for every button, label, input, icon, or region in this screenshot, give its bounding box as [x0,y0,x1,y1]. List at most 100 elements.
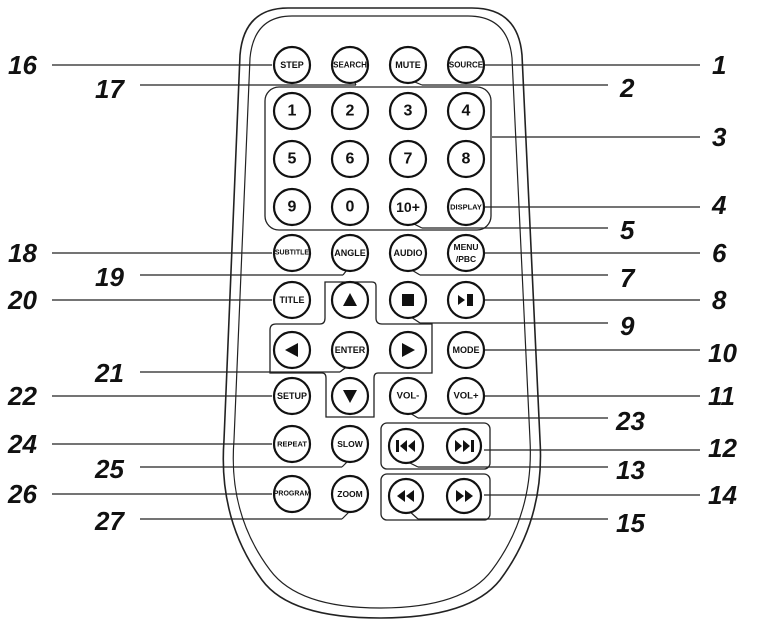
number-2-button[interactable]: 2 [330,91,370,131]
svg-text:SETUP: SETUP [277,391,307,401]
zoom-button[interactable]: ZOOM [330,474,370,514]
slow-button[interactable]: SLOW [330,424,370,464]
callout-25: 25 [94,454,124,484]
callout-9: 9 [620,311,635,341]
previous-button[interactable] [387,427,425,465]
svg-text:7: 7 [404,151,413,168]
display-button[interactable]: DISPLAY [446,187,486,227]
angle-button[interactable]: ANGLE [330,233,370,273]
number-10-plus-button[interactable]: 10+ [388,187,428,227]
callout-numbers: 16 17 1 2 3 4 5 18 19 6 7 20 8 9 10 21 2… [7,50,737,538]
callout-2: 2 [619,73,635,103]
up-button[interactable] [330,280,370,320]
search-button[interactable]: SEARCH [330,45,370,85]
number-6-button[interactable]: 6 [330,139,370,179]
svg-text:ANGLE: ANGLE [334,248,366,258]
callout-4: 4 [711,190,727,220]
svg-text:MODE: MODE [453,345,480,355]
number-1-button[interactable]: 1 [272,91,312,131]
callout-21: 21 [94,358,124,388]
enter-button[interactable]: ENTER [330,330,370,370]
skip-buttons-frame [380,422,491,470]
callout-19: 19 [95,262,124,292]
arrow-left-icon [285,343,298,357]
mute-button[interactable]: MUTE [388,45,428,85]
number-4-button[interactable]: 4 [446,91,486,131]
svg-text:0: 0 [346,199,355,216]
number-9-button[interactable]: 9 [272,187,312,227]
callout-6: 6 [712,238,727,268]
rewind-button[interactable] [387,477,425,515]
callout-24: 24 [7,429,37,459]
svg-text:PROGRAM: PROGRAM [274,491,311,498]
mode-button[interactable]: MODE [446,330,486,370]
title-button[interactable]: TITLE [272,280,312,320]
callout-17: 17 [95,74,125,104]
callout-18: 18 [8,238,37,268]
menu-pbc-button[interactable]: MENU /PBC [446,233,486,273]
svg-text:3: 3 [404,103,413,120]
stop-button[interactable] [388,280,428,320]
callout-10: 10 [708,338,737,368]
setup-button[interactable]: SETUP [272,376,312,416]
svg-text:2: 2 [346,103,355,120]
left-button[interactable] [272,330,312,370]
svg-text:MENU: MENU [453,242,478,252]
right-button[interactable] [388,330,428,370]
skip-previous-icon [396,440,415,452]
svg-text:ZOOM: ZOOM [337,489,363,499]
source-button[interactable]: SOURCE [446,45,486,85]
svg-text:AUDIO: AUDIO [394,248,423,258]
remote-body-outer [222,7,542,619]
svg-text:REPEAT: REPEAT [277,440,307,449]
callout-7: 7 [620,263,636,293]
number-0-button[interactable]: 0 [330,187,370,227]
numeric-keypad-frame [264,86,492,231]
callout-8: 8 [712,285,727,315]
svg-text:TITLE: TITLE [280,295,305,305]
callout-22: 22 [7,381,37,411]
rewind-icon [397,490,414,502]
svg-text:SOURCE: SOURCE [449,61,484,70]
svg-text:SUBTITLE: SUBTITLE [275,250,310,257]
number-7-button[interactable]: 7 [388,139,428,179]
repeat-button[interactable]: REPEAT [272,424,312,464]
svg-text:MUTE: MUTE [395,60,421,70]
number-3-button[interactable]: 3 [388,91,428,131]
audio-button[interactable]: AUDIO [388,233,428,273]
arrow-up-icon [343,293,357,306]
callout-20: 20 [7,285,37,315]
step-button[interactable]: STEP [272,45,312,85]
svg-text:9: 9 [288,199,297,216]
skip-next-icon [455,440,474,452]
vol-plus-button[interactable]: VOL+ [446,376,486,416]
program-button[interactable]: PROGRAM [272,474,312,514]
remote-body-inner [232,15,531,609]
stop-icon [402,294,414,306]
vol-minus-button[interactable]: VOL- [388,376,428,416]
fast-forward-button[interactable] [445,477,483,515]
number-8-button[interactable]: 8 [446,139,486,179]
callout-13: 13 [616,455,645,485]
callout-15: 15 [616,508,645,538]
play-pause-button[interactable] [446,280,486,320]
svg-text:VOL+: VOL+ [453,391,479,402]
next-button[interactable] [445,427,483,465]
callout-26: 26 [7,479,37,509]
svg-text:1: 1 [288,103,297,120]
number-5-button[interactable]: 5 [272,139,312,179]
arrow-down-icon [343,390,357,403]
svg-text:VOL-: VOL- [397,391,420,402]
leader-lines [52,64,700,520]
arrow-right-icon [402,343,415,357]
svg-text:DISPLAY: DISPLAY [450,203,482,212]
svg-text:8: 8 [462,151,471,168]
play-pause-icon [458,294,473,306]
scan-buttons-frame [380,473,491,521]
callout-16: 16 [8,50,37,80]
callout-3: 3 [712,122,727,152]
subtitle-button[interactable]: SUBTITLE [272,233,312,273]
down-button[interactable] [330,376,370,416]
callout-23: 23 [615,406,645,436]
